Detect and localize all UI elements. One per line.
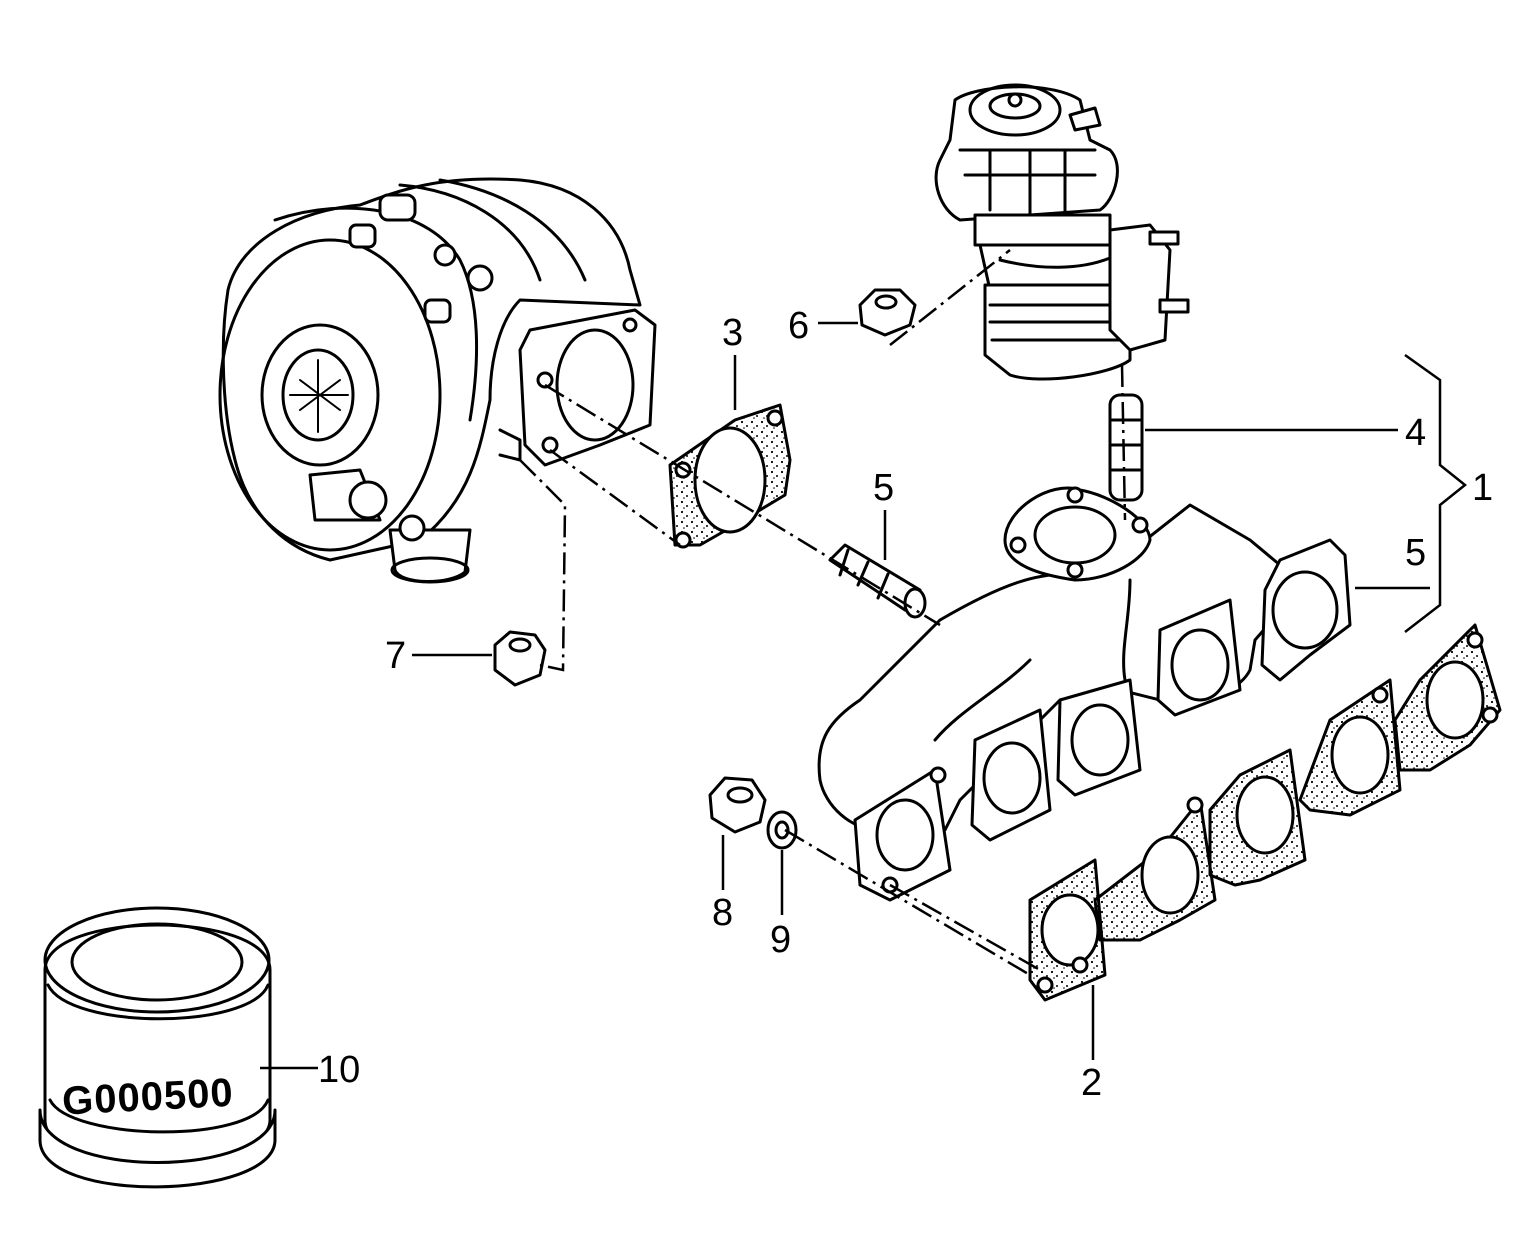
group-bracket: [1404, 353, 1468, 633]
callout-4: 4: [1405, 412, 1426, 454]
callout-5-turbo: 5: [873, 467, 894, 509]
egr-valve: [934, 83, 1190, 381]
manifold-gasket: [1028, 623, 1502, 1002]
washer: [766, 810, 798, 850]
callout-5-manifold: 5: [1405, 532, 1426, 574]
callout-7: 7: [385, 635, 406, 677]
turbocharger: [218, 177, 657, 584]
nut-manifold: [708, 776, 767, 834]
turbo-gasket: [668, 403, 792, 549]
callout-6: 6: [788, 305, 809, 347]
sealant-can: G000500: [38, 906, 277, 1189]
assembly-lines: [519, 249, 1127, 977]
callout-9: 9: [770, 919, 791, 961]
callout-10: 10: [318, 1049, 360, 1091]
leader-lines: [260, 321, 1430, 1070]
nut-turbo: [493, 630, 547, 687]
callout-8: 8: [712, 892, 733, 934]
callout-numbers: 3 4 1 5 5 6 7 8 9 2 10: [318, 305, 1493, 1104]
callout-1: 1: [1472, 467, 1493, 509]
exhaust-manifold: [817, 486, 1352, 902]
callout-3: 3: [722, 312, 743, 354]
callout-2: 2: [1081, 1062, 1102, 1104]
stud-egr: [1108, 393, 1144, 502]
sealant-can-label: G000500: [61, 1071, 235, 1124]
nut-egr: [858, 288, 917, 337]
